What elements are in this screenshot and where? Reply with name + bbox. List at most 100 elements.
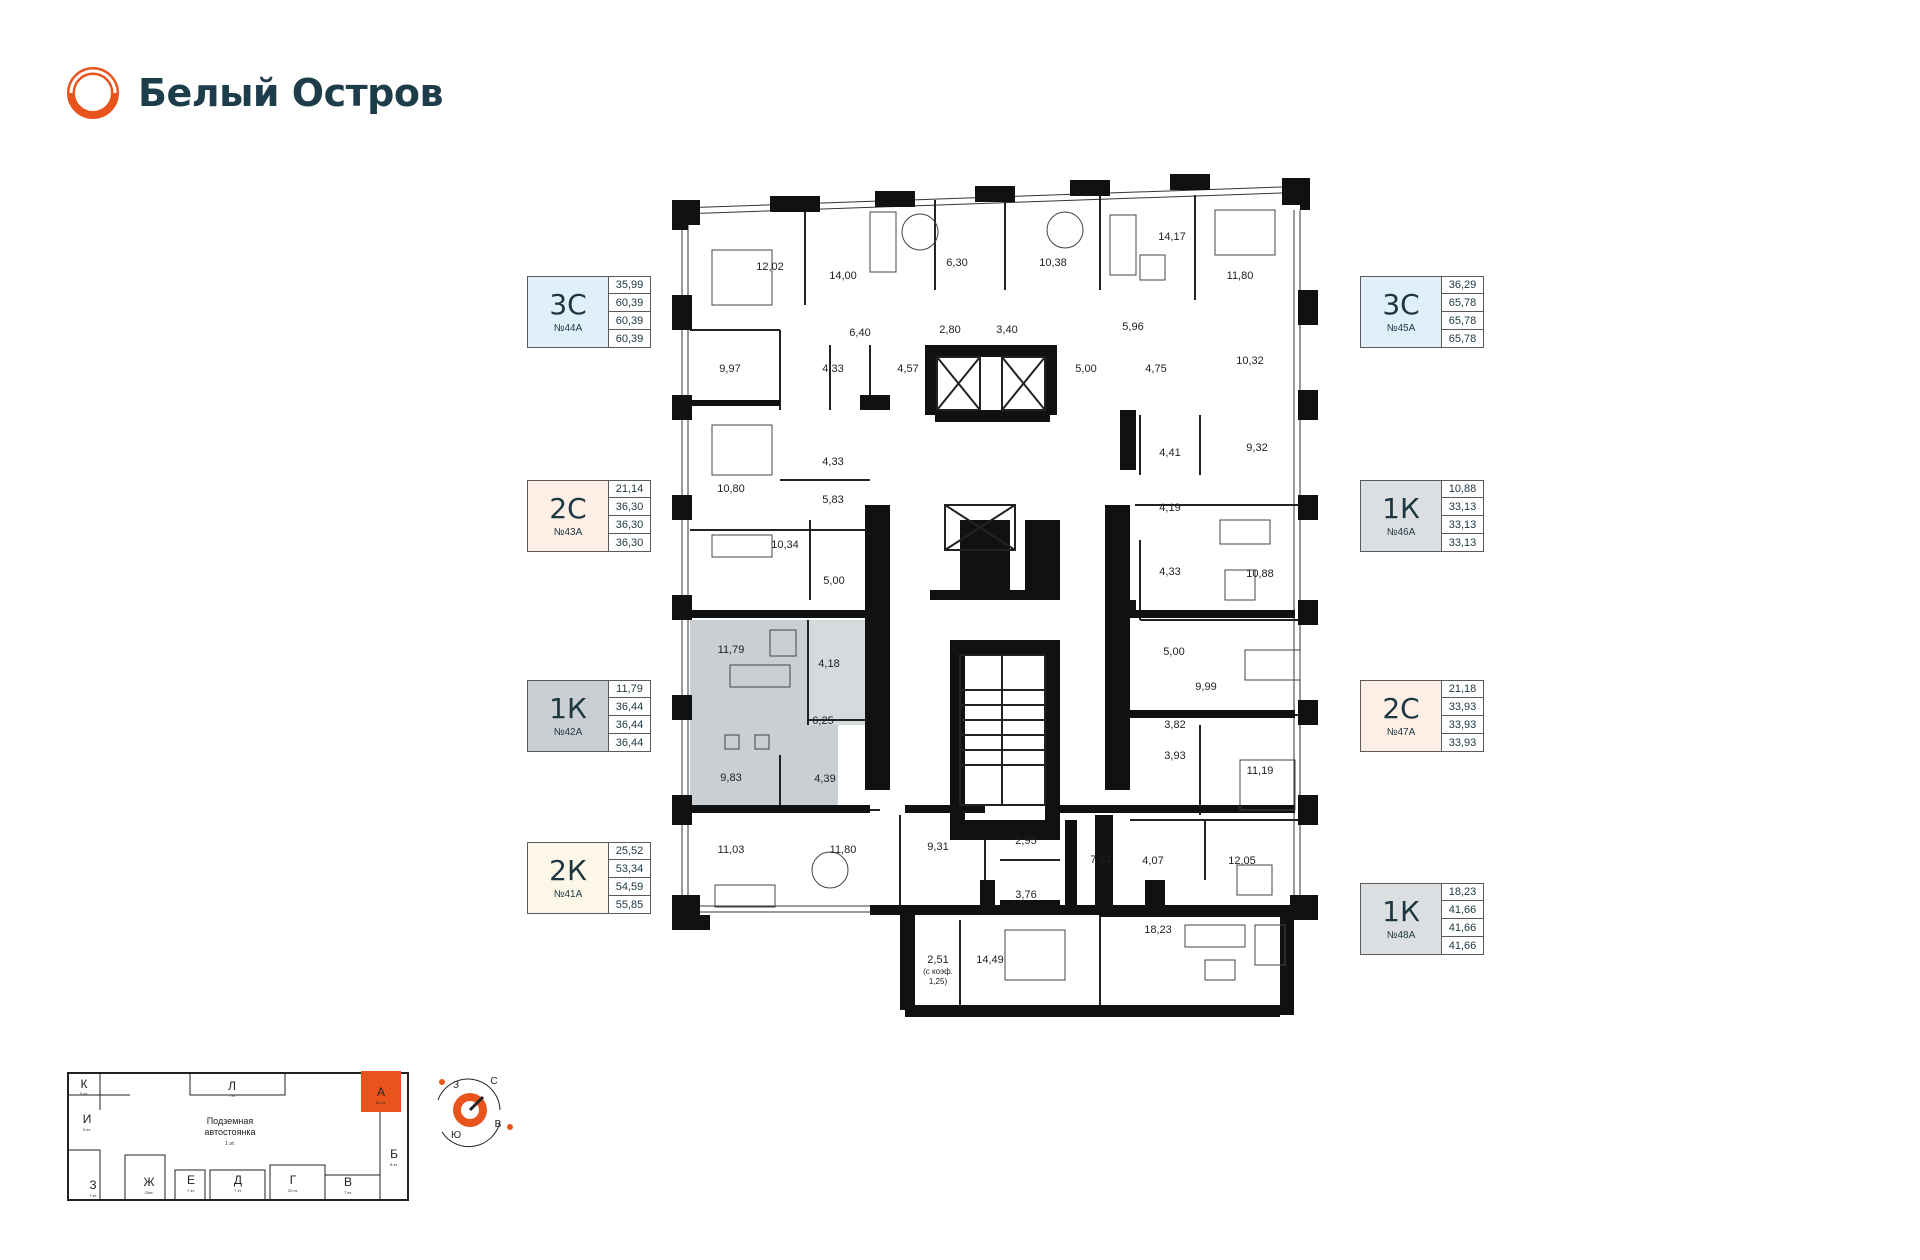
room-label: 10,34 (771, 539, 799, 551)
keymap-building-floors: 7 эт. (89, 1193, 97, 1198)
room-label: 10,80 (717, 483, 745, 495)
unit-area: 33,13 (1442, 498, 1484, 516)
walls (672, 174, 1318, 1017)
unit-type-box: 2К №41А (527, 842, 609, 914)
unit-card-43a[interactable]: 2С №43А 21,14 36,30 36,30 36,30 (527, 480, 651, 552)
keymap-building-letter: А (377, 1085, 385, 1099)
compass-west: З (453, 1080, 459, 1091)
site-keymap: К 5 эт. Л 7 эт. А 20 эт. И 5 эт. Б 8 эт.… (67, 1071, 409, 1201)
unit-type-box: 2С №43А (527, 480, 609, 552)
room-label: 5,00 (1163, 646, 1184, 658)
unit-area: 36,44 (609, 698, 651, 716)
unit-card-46a[interactable]: 1К №46А 10,88 33,13 33,13 33,13 (1360, 480, 1484, 552)
unit-area: 65,78 (1442, 294, 1484, 312)
room-label: 3,40 (996, 324, 1017, 336)
unit-area: 60,39 (609, 294, 651, 312)
stairs (936, 356, 1046, 806)
room-label: 10,88 (1246, 568, 1274, 580)
unit-card-44a[interactable]: 3С №44А 35,99 60,39 60,39 60,39 (527, 276, 651, 348)
keymap-building-letter: Д (234, 1173, 242, 1187)
unit-areas: 10,88 33,13 33,13 33,13 (1442, 480, 1484, 552)
compass: З С Ю В (437, 1076, 513, 1148)
room-label: 11,80 (830, 844, 857, 856)
unit-number: №43А (553, 527, 583, 538)
room-label: 9,83 (720, 772, 741, 784)
unit-area: 36,30 (609, 498, 651, 516)
unit-areas: 25,52 53,34 54,59 55,85 (609, 842, 651, 914)
unit-area: 41,66 (1442, 937, 1484, 955)
unit-area: 65,78 (1442, 330, 1484, 348)
unit-number: №41А (553, 889, 583, 900)
unit-number: №47А (1386, 727, 1416, 738)
unit-area: 60,39 (609, 312, 651, 330)
unit-type-box: 2С №47А (1360, 680, 1442, 752)
keymap-building-letter: В (344, 1175, 352, 1189)
unit-area: 41,66 (1442, 901, 1484, 919)
unit-area: 25,52 (609, 842, 651, 860)
unit-type-box: 1К №46А (1360, 480, 1442, 552)
room-label: 3,93 (1164, 750, 1185, 762)
room-label: 2,95 (1015, 835, 1036, 847)
keymap-building-floors: 20 эт. (376, 1100, 386, 1105)
room-label: 12,02 (756, 261, 784, 273)
unit-card-48a[interactable]: 1К №48А 18,23 41,66 41,66 41,66 (1360, 883, 1484, 955)
unit-card-41a[interactable]: 2К №41А 25,52 53,34 54,59 55,85 (527, 842, 651, 914)
unit-type: 1К (1382, 895, 1420, 928)
unit-area: 33,13 (1442, 516, 1484, 534)
unit-card-45a[interactable]: 3С №45А 36,29 65,78 65,78 65,78 (1360, 276, 1484, 348)
keymap-parking-label: автостоянка (204, 1127, 255, 1137)
room-label: 5,96 (1122, 321, 1143, 333)
unit-area: 36,29 (1442, 276, 1484, 294)
unit-type-box: 1К №48А (1360, 883, 1442, 955)
room-label: 5,00 (1075, 363, 1096, 375)
unit-area: 53,34 (609, 860, 651, 878)
keymap-parking-label: Подземная (207, 1116, 254, 1126)
keymap-building-letter: З (89, 1178, 96, 1192)
room-label: 2,80 (939, 324, 960, 336)
unit-number: №46А (1386, 527, 1416, 538)
keymap-building-floors: 7 эт. (234, 1188, 242, 1193)
room-label: 6,40 (849, 327, 870, 339)
room-label: 11,80 (1227, 270, 1254, 282)
keymap-building-floors: 5 эт. (83, 1127, 91, 1132)
room-label: 10,38 (1039, 257, 1067, 269)
brand-name: Белый Остров (138, 71, 444, 115)
room-label: 2,51 (927, 954, 948, 966)
unit-card-42a[interactable]: 1К №42А 11,79 36,44 36,44 36,44 (527, 680, 651, 752)
unit-area: 41,66 (1442, 919, 1484, 937)
room-label: 4,33 (822, 363, 843, 375)
unit-areas: 36,29 65,78 65,78 65,78 (1442, 276, 1484, 348)
unit-area: 35,99 (609, 276, 651, 294)
room-label: 4,33 (1159, 566, 1180, 578)
room-label: 3,82 (1164, 719, 1185, 731)
room-label: 18,23 (1144, 924, 1172, 936)
room-label: 6,25 (812, 715, 833, 727)
keymap-building-floors: 7 эт. (228, 1093, 236, 1098)
room-label: 10,32 (1236, 355, 1264, 367)
room-labels: 12,02 14,00 6,30 10,38 14,17 11,80 6,40 … (717, 231, 1274, 986)
unit-area: 36,30 (609, 516, 651, 534)
unit-area: 33,93 (1442, 698, 1484, 716)
unit-area: 54,59 (609, 878, 651, 896)
room-label: 4,39 (814, 773, 835, 785)
room-label: 7,31 (1090, 854, 1111, 866)
unit-number: №44А (553, 323, 583, 334)
room-label: 11,19 (1247, 765, 1274, 777)
unit-area: 21,14 (609, 480, 651, 498)
unit-area: 55,85 (609, 896, 651, 914)
room-label: 14,00 (829, 270, 857, 282)
unit-card-47a[interactable]: 2С №47А 21,18 33,93 33,93 33,93 (1360, 680, 1484, 752)
unit-number: №42А (553, 727, 583, 738)
unit-area: 33,13 (1442, 534, 1484, 552)
keymap-building-floors: 5 эт. (80, 1091, 88, 1096)
brand-logo-icon (67, 67, 119, 119)
unit-areas: 35,99 60,39 60,39 60,39 (609, 276, 651, 348)
unit-type-box: 3С №44А (527, 276, 609, 348)
room-label: 1,25) (929, 977, 948, 986)
room-label: 9,32 (1246, 442, 1267, 454)
room-label: 9,31 (927, 841, 948, 853)
unit-type: 2К (549, 854, 587, 887)
room-label: 11,03 (718, 844, 745, 856)
unit-number: №45А (1386, 323, 1416, 334)
